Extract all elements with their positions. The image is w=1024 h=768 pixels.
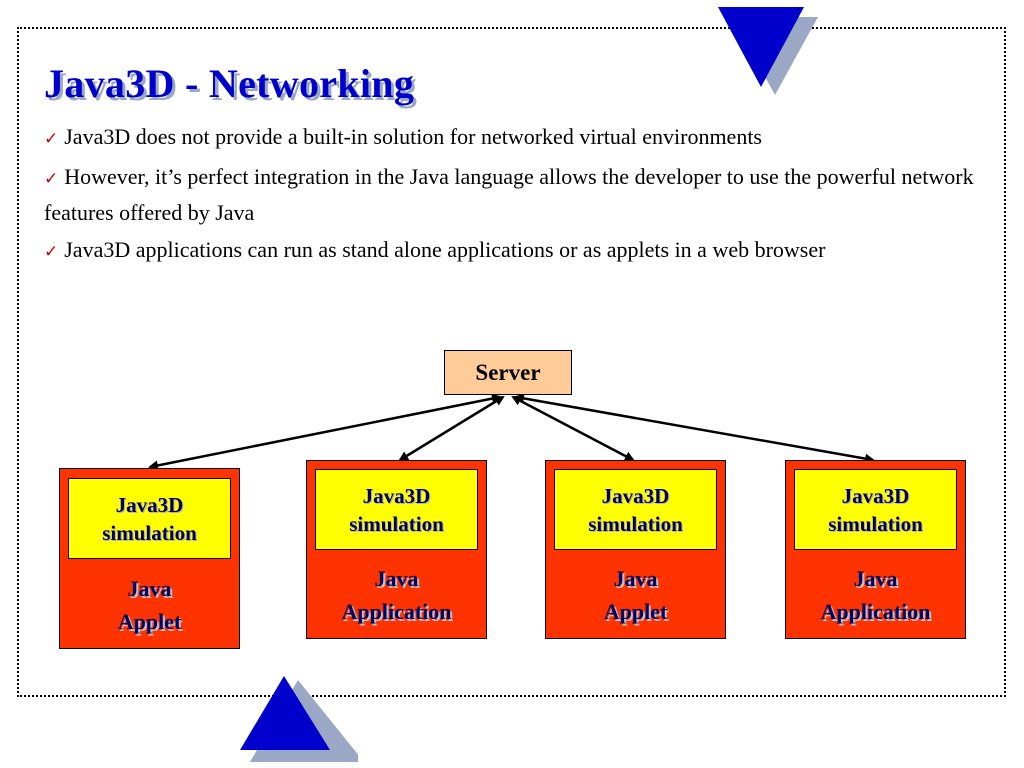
host-label: Java Application bbox=[820, 566, 931, 624]
client-node: Java3D simulation Java Applet bbox=[59, 468, 240, 649]
simulation-box: Java3D simulation bbox=[554, 469, 717, 550]
client-node: Java3D simulation Java Application bbox=[306, 460, 487, 639]
client-node: Java3D simulation Java Applet bbox=[545, 460, 726, 639]
bullet-text: Java3D does not provide a built-in solut… bbox=[64, 124, 762, 149]
arrow-server-node-2 bbox=[398, 395, 505, 462]
checkmark-icon: ✓ bbox=[44, 129, 59, 149]
simulation-box: Java3D simulation bbox=[794, 469, 957, 550]
blue-down-triangle-icon bbox=[718, 7, 818, 95]
host-label: Java Applet bbox=[117, 576, 182, 634]
bullet-text: However, it’s perfect integration in the… bbox=[44, 164, 974, 225]
client-node: Java3D simulation Java Application bbox=[785, 460, 966, 639]
server-box: Server bbox=[444, 350, 572, 395]
simulation-box: Java3D simulation bbox=[315, 469, 478, 550]
bullet-item: ✓Java3D does not provide a built-in solu… bbox=[44, 120, 984, 156]
checkmark-icon: ✓ bbox=[44, 169, 59, 189]
host-label: Java Applet bbox=[603, 566, 668, 624]
bullet-item: ✓Java3D applications can run as stand al… bbox=[44, 233, 984, 269]
host-label: Java Application bbox=[341, 566, 452, 624]
bullet-list: ✓Java3D does not provide a built-in solu… bbox=[44, 120, 984, 273]
bullet-text: Java3D applications can run as stand alo… bbox=[64, 237, 826, 262]
checkmark-icon: ✓ bbox=[44, 242, 59, 262]
bullet-item: ✓However, it’s perfect integration in th… bbox=[44, 160, 984, 229]
arrow-server-node-4 bbox=[514, 393, 875, 464]
slide-frame bbox=[17, 27, 1006, 697]
slide-title: Java3D - Networking bbox=[44, 61, 415, 106]
simulation-box: Java3D simulation bbox=[68, 478, 231, 559]
blue-up-triangle-icon bbox=[240, 676, 358, 762]
